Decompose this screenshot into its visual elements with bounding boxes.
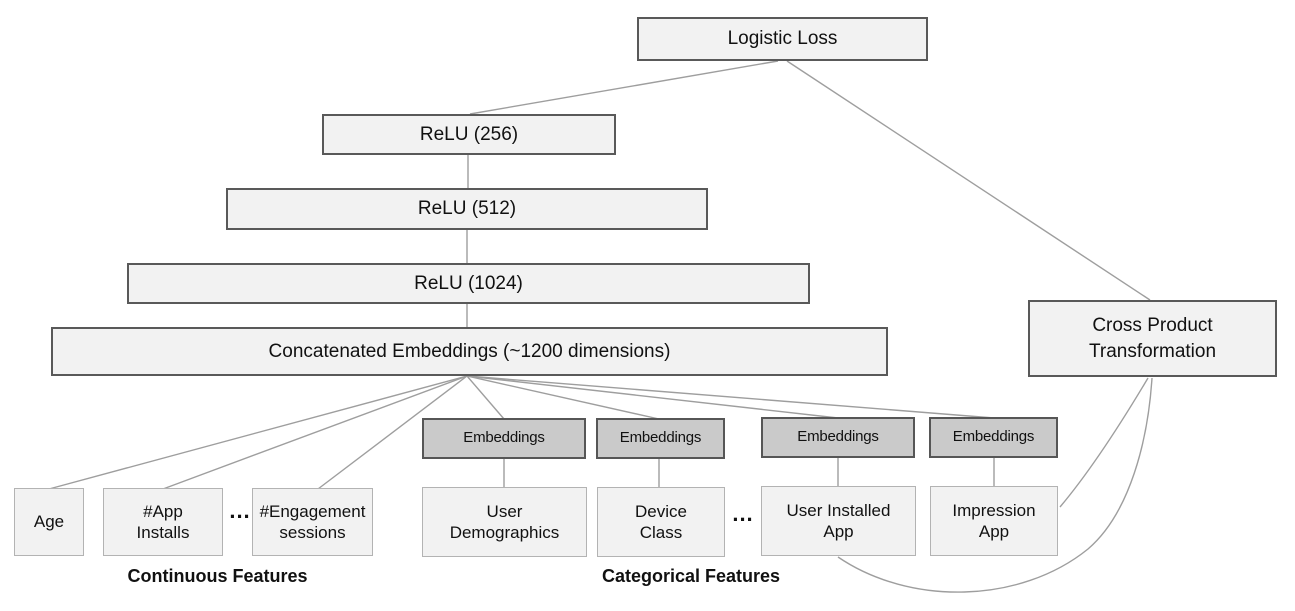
- node-label-line2: App: [823, 522, 854, 541]
- node-relu-1024: ReLU (1024): [127, 263, 810, 304]
- edge-logistic-to-relu256: [469, 60, 779, 115]
- node-label-line2: Class: [639, 523, 683, 542]
- node-label: Logistic Loss: [727, 28, 838, 50]
- node-label-line1: #App: [143, 501, 183, 521]
- node-label: ReLU (512): [417, 198, 517, 220]
- edge-concat-engagement: [317, 375, 468, 490]
- node-logistic-loss: Logistic Loss: [637, 17, 928, 61]
- node-embeddings-device-class: Embeddings: [596, 418, 725, 459]
- node-concatenated-embeddings: Concatenated Embeddings (~1200 dimension…: [51, 327, 888, 376]
- node-label-line1: User: [486, 501, 523, 521]
- edge-concat-age: [48, 375, 468, 490]
- edge-crossproduct-userinstalled: [837, 377, 1153, 593]
- node-label-line1: #Engagement: [259, 501, 366, 521]
- continuous-features-label: Continuous Features: [127, 566, 308, 586]
- node-embeddings-user-demographics: Embeddings: [422, 418, 586, 459]
- node-impression-app: Impression App: [930, 486, 1058, 556]
- edge-concat-emb3: [466, 375, 839, 419]
- node-age: Age: [14, 488, 84, 556]
- node-embeddings-user-installed-app: Embeddings: [761, 417, 915, 458]
- edge-logistic-to-cross-product: [786, 60, 1151, 301]
- edge-concat-appinstalls: [162, 375, 468, 490]
- node-label: Embeddings: [952, 428, 1035, 446]
- node-label: ReLU (1024): [414, 272, 523, 294]
- edge-concat-emb2: [466, 375, 660, 420]
- node-engagement-sessions: #Engagement sessions: [252, 488, 373, 556]
- node-label: ReLU (256): [419, 123, 519, 145]
- node-label: Embeddings: [619, 429, 702, 447]
- node-label: Embeddings: [463, 429, 545, 447]
- categorical-features-label: Categorical Features: [601, 566, 781, 586]
- node-embeddings-impression-app: Embeddings: [929, 417, 1058, 458]
- node-cross-product-transformation: Cross Product Transformation: [1028, 300, 1277, 377]
- node-relu-256: ReLU (256): [322, 114, 616, 155]
- node-label-line1: Cross Product: [1092, 314, 1213, 336]
- node-label-line1: Impression: [952, 500, 1036, 520]
- node-label: Embeddings: [797, 428, 879, 446]
- ellipsis-continuous: ...: [229, 498, 251, 523]
- edge-crossproduct-impression: [1059, 377, 1149, 508]
- node-label-line2: Transformation: [1088, 340, 1217, 362]
- edge-concat-emb4: [466, 375, 995, 419]
- node-label: Age: [33, 512, 65, 532]
- node-label-line2: Installs: [136, 523, 190, 542]
- node-device-class: Device Class: [597, 487, 725, 557]
- node-label-line2: Demographics: [449, 523, 560, 542]
- node-label-line2: sessions: [279, 523, 346, 542]
- node-label-line1: User Installed: [786, 500, 891, 520]
- node-relu-512: ReLU (512): [226, 188, 708, 230]
- ellipsis-categorical: ...: [732, 501, 754, 526]
- node-user-demographics: User Demographics: [422, 487, 587, 557]
- node-user-installed-app: User Installed App: [761, 486, 916, 556]
- node-label-line2: App: [978, 522, 1010, 541]
- node-app-installs: #App Installs: [103, 488, 223, 556]
- node-label: Concatenated Embeddings (~1200 dimension…: [268, 340, 671, 362]
- node-label-line1: Device: [635, 501, 687, 521]
- edge-concat-emb1: [466, 375, 505, 420]
